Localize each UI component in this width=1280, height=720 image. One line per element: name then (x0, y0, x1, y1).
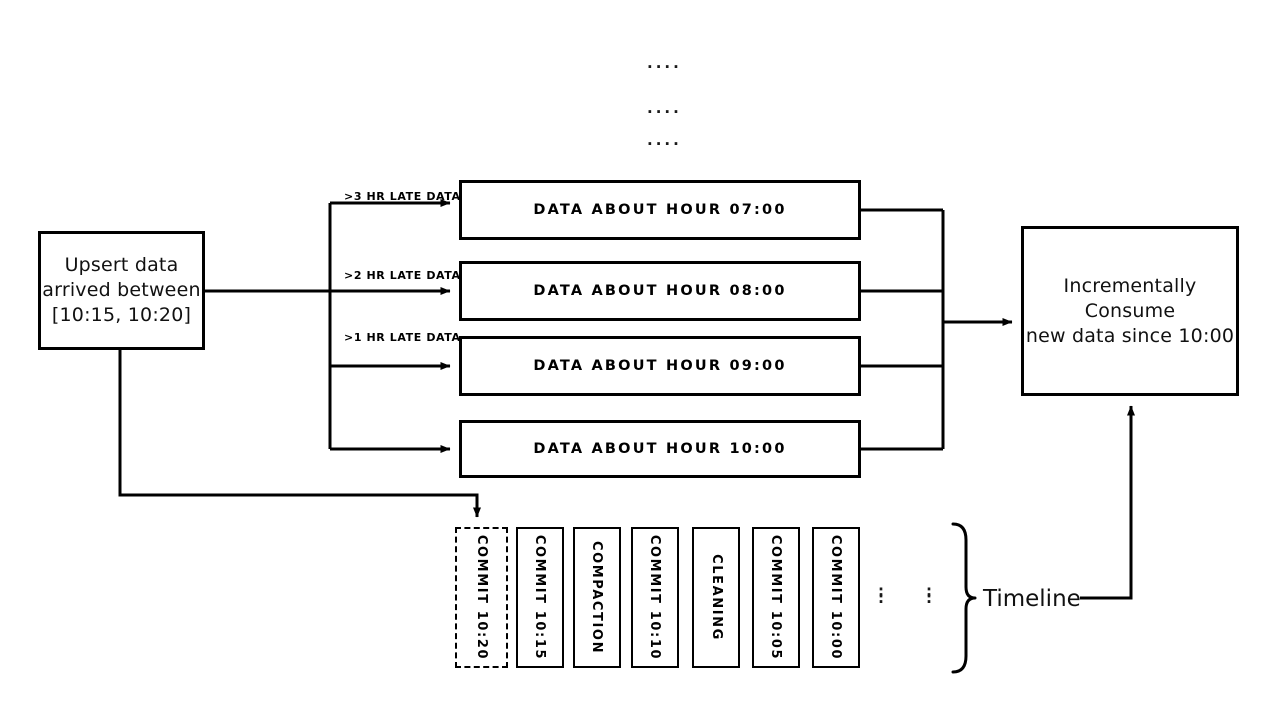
commit-box-compaction-label: COMPACTION (589, 540, 605, 655)
hour-box-09[interactable]: DATA ABOUT HOUR 09:00 (459, 336, 861, 396)
hour-box-08[interactable]: DATA ABOUT HOUR 08:00 (459, 261, 861, 321)
top-ellipsis-row-2: .... (647, 99, 682, 117)
edge-label-1hr: >1 HR LATE DATA (344, 331, 461, 344)
hour-box-10[interactable]: DATA ABOUT HOUR 10:00 (459, 420, 861, 478)
timeline-brace (951, 522, 977, 674)
timeline-ellipsis-2: : : (926, 582, 932, 607)
source-box-label: Upsert data arrived between [10:15, 10:2… (42, 254, 201, 326)
commit-box-10-05[interactable]: COMMIT 10:05 (752, 527, 800, 668)
commit-box-10-15[interactable]: COMMIT 10:15 (516, 527, 564, 668)
commit-box-10-00-label: COMMIT 10:00 (828, 534, 844, 661)
commit-box-cleaning[interactable]: CLEANING (692, 527, 740, 668)
timeline-label: Timeline (983, 586, 1081, 612)
commit-box-cleaning-label: CLEANING (708, 554, 724, 641)
consumer-box-label: Incrementally Consume new data since 10:… (1025, 274, 1235, 347)
commit-box-10-00[interactable]: COMMIT 10:00 (812, 527, 860, 668)
edge-label-2hr: >2 HR LATE DATA (344, 269, 461, 282)
hour-box-07-label: DATA ABOUT HOUR 07:00 (533, 202, 787, 218)
commit-box-10-15-label: COMMIT 10:15 (532, 534, 548, 661)
edge-timeline-to-consumer (1080, 405, 1135, 600)
source-box[interactable]: Upsert data arrived between [10:15, 10:2… (38, 231, 205, 350)
consumer-box[interactable]: Incrementally Consume new data since 10:… (1021, 226, 1239, 396)
commit-box-10-05-label: COMMIT 10:05 (768, 534, 784, 661)
commit-box-10-20[interactable]: COMMIT 10:20 (455, 527, 508, 668)
commit-box-compaction[interactable]: COMPACTION (573, 527, 621, 668)
edge-source-to-commit (118, 350, 481, 518)
hour-box-07[interactable]: DATA ABOUT HOUR 07:00 (459, 180, 861, 240)
commit-box-10-10-label: COMMIT 10:10 (647, 534, 663, 661)
timeline-ellipsis-1: : : (878, 582, 884, 607)
top-ellipsis-row-3: .... (647, 131, 682, 149)
hour-box-09-label: DATA ABOUT HOUR 09:00 (533, 358, 787, 374)
edge-label-3hr: >3 HR LATE DATA (344, 190, 461, 203)
commit-box-10-10[interactable]: COMMIT 10:10 (631, 527, 679, 668)
top-ellipsis-row-1: .... (647, 54, 682, 72)
hour-box-08-label: DATA ABOUT HOUR 08:00 (533, 283, 787, 299)
commit-box-10-20-label: COMMIT 10:20 (474, 534, 489, 661)
hour-box-10-label: DATA ABOUT HOUR 10:00 (533, 441, 787, 457)
